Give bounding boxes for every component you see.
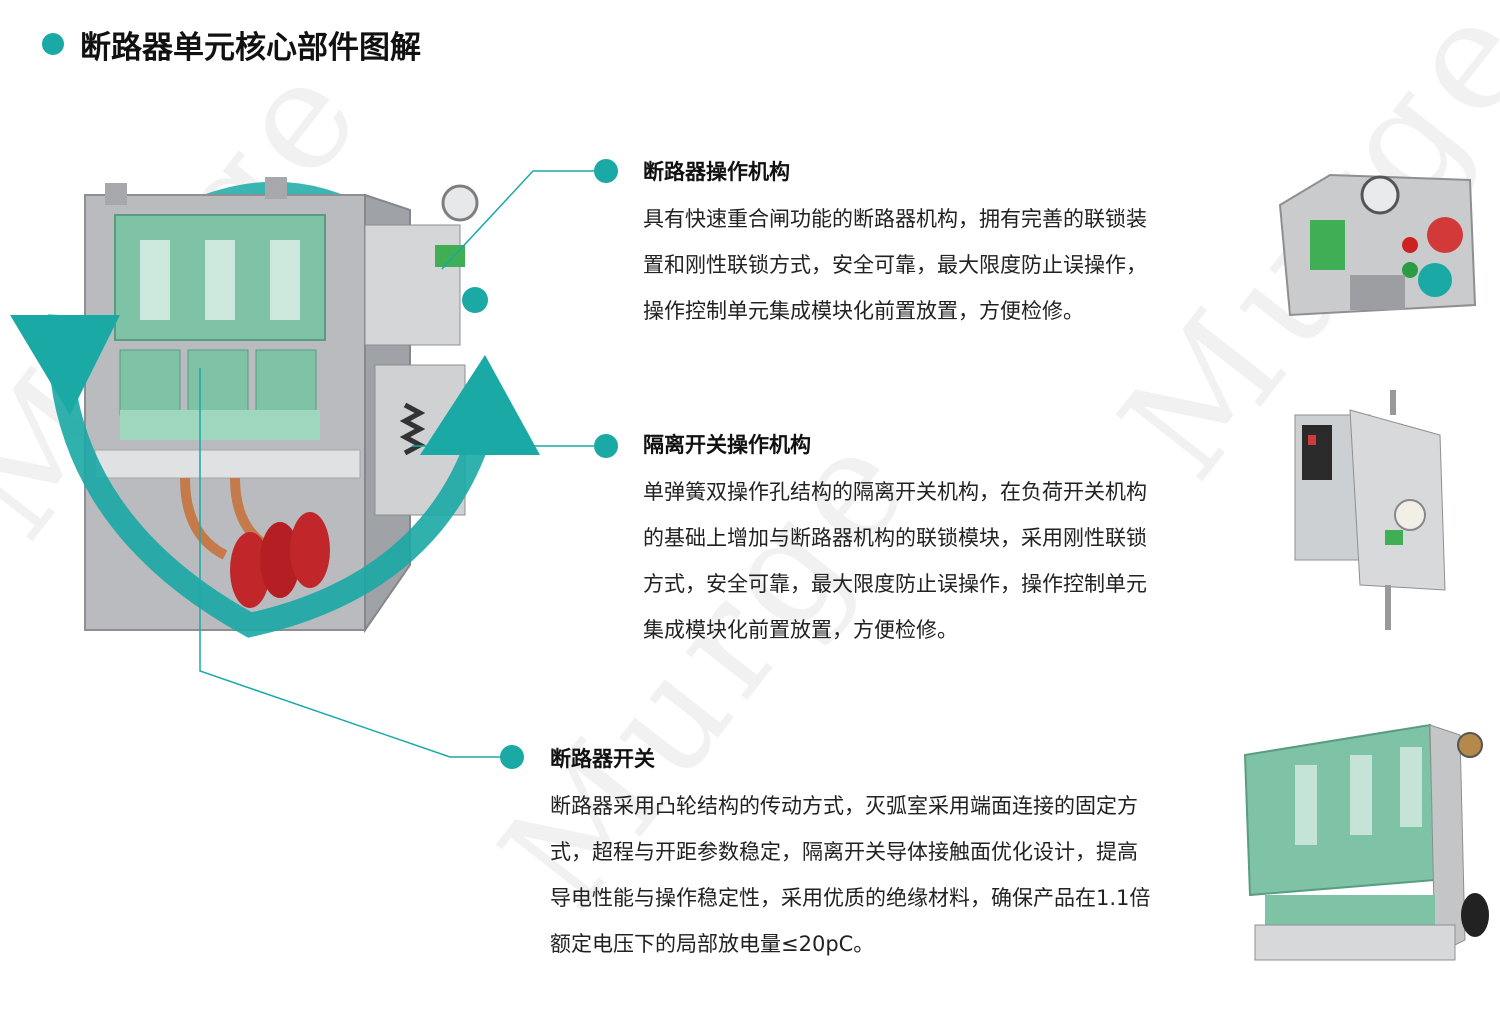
section-body: 单弹簧双操作孔结构的隔离开关机构，在负荷开关机构 的基础上增加与断路器机构的联锁…: [643, 469, 1147, 653]
breaker-mechanism-image: [1278, 173, 1477, 317]
section-body-line: 式，超程与开距参数稳定，隔离开关导体接触面优化设计，提高: [550, 840, 1138, 864]
section-title: 断路器开关: [550, 747, 655, 771]
breaker-unit-illustration: [10, 177, 540, 638]
section-body-line: 置和刚性联锁方式，安全可靠，最大限度防止误操作，: [643, 253, 1147, 277]
breaker-switch-image: [1243, 723, 1489, 961]
callout-dot-icon: [500, 745, 524, 769]
disconnector-mechanism-image: [1294, 390, 1446, 630]
page-title: 断路器单元核心部件图解: [80, 29, 421, 66]
section-title: 隔离开关操作机构: [643, 433, 811, 457]
callout-dot-icon: [594, 159, 618, 183]
page-header: 断路器单元核心部件图解: [42, 22, 421, 66]
section-body: 具有快速重合闸功能的断路器机构，拥有完善的联锁装 置和刚性联锁方式，安全可靠，最…: [643, 196, 1147, 334]
section-body-line: 方式，安全可靠，最大限度防止误操作，操作控制单元: [643, 572, 1147, 596]
section-breaker-switch: 断路器开关 断路器采用凸轮结构的传动方式，灭弧室采用端面连接的固定方 式，超程与…: [550, 745, 1150, 967]
section-body-line: 的基础上增加与断路器机构的联锁模块，采用刚性联锁: [643, 526, 1147, 550]
section-body-line: 具有快速重合闸功能的断路器机构，拥有完善的联锁装: [643, 207, 1147, 231]
rotation-arrow-right-icon: [420, 355, 540, 455]
section-title: 断路器操作机构: [643, 160, 790, 184]
callout-dot-icon: [594, 434, 618, 458]
section-body-line: 单弹簧双操作孔结构的隔离开关机构，在负荷开关机构: [643, 480, 1147, 504]
section-body: 断路器采用凸轮结构的传动方式，灭弧室采用端面连接的固定方 式，超程与开距参数稳定…: [550, 783, 1150, 967]
title-bullet-icon: [42, 33, 64, 55]
section-body-line: 操作控制单元集成模块化前置放置，方便检修。: [643, 299, 1084, 323]
section-body-line: 集成模块化前置放置，方便检修。: [643, 618, 958, 642]
section-breaker-mechanism: 断路器操作机构 具有快速重合闸功能的断路器机构，拥有完善的联锁装 置和刚性联锁方…: [643, 158, 1147, 334]
section-body-line: 断路器采用凸轮结构的传动方式，灭弧室采用端面连接的固定方: [550, 794, 1138, 818]
section-body-line: 额定电压下的局部放电量≤20pC。: [550, 932, 875, 956]
rotation-arrow-left-icon: [10, 315, 120, 415]
section-disconnector-mechanism: 隔离开关操作机构 单弹簧双操作孔结构的隔离开关机构，在负荷开关机构 的基础上增加…: [643, 431, 1147, 653]
section-body-line: 导电性能与操作稳定性，采用优质的绝缘材料，确保产品在1.1倍: [550, 886, 1151, 910]
